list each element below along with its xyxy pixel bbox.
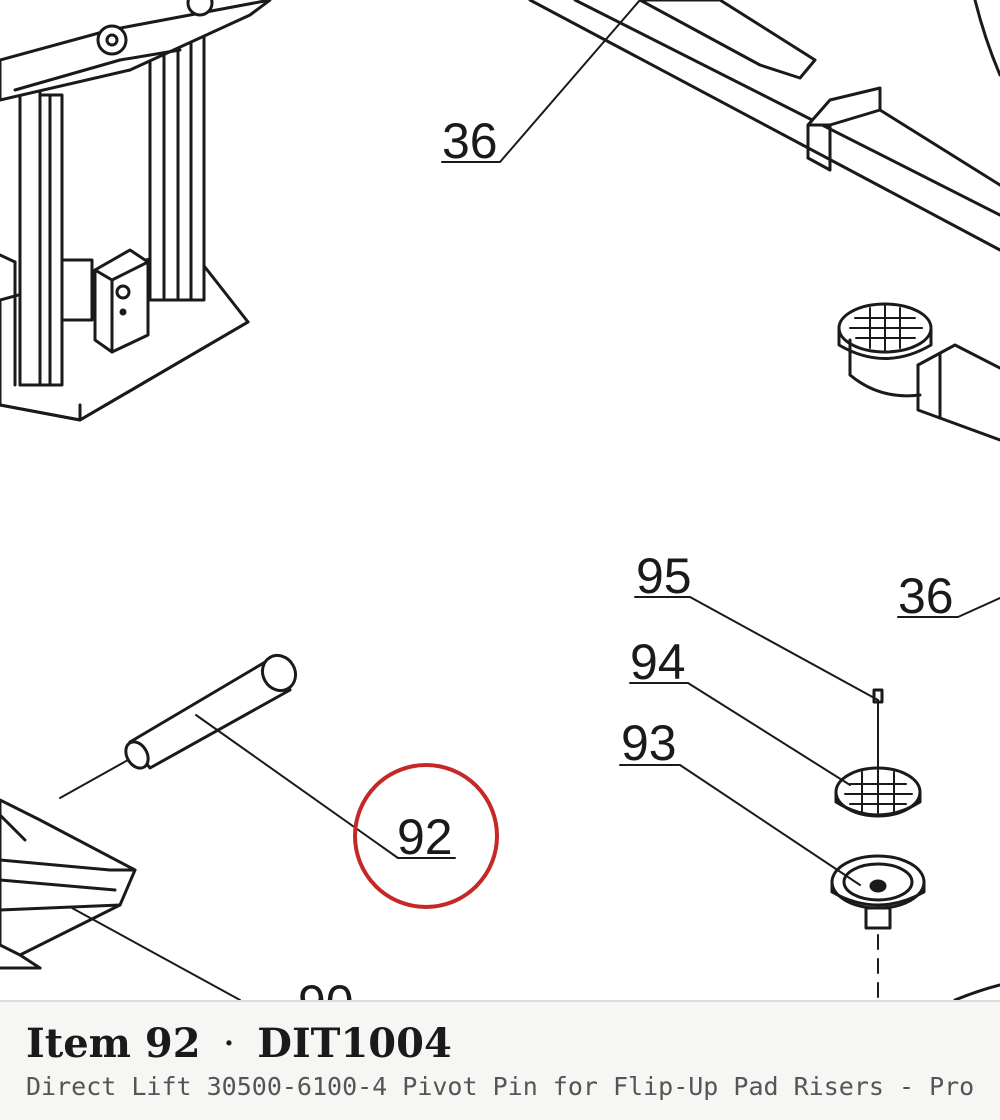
callout-36-right: 36 xyxy=(898,568,954,624)
callout-leaders xyxy=(71,0,1000,1000)
callout-95: 95 xyxy=(636,548,692,604)
part-number: DIT1004 xyxy=(257,1020,452,1067)
highlight-ring xyxy=(353,763,499,909)
callout-93: 93 xyxy=(621,715,677,771)
top-lift-arm xyxy=(528,0,1000,252)
lift-column-assembly xyxy=(0,0,272,422)
parts-diagram: 36 95 36 94 93 92 90 xyxy=(0,0,1000,1000)
caption-separator: · xyxy=(222,1021,236,1067)
callout-36-top: 36 xyxy=(442,113,498,169)
pad-riser-stack xyxy=(830,688,1000,1000)
bottom-arm-bracket xyxy=(0,798,137,970)
pivot-pin-part xyxy=(59,653,298,799)
item-caption: Item 92 · DIT1004 Direct Lift 30500-6100-4… xyxy=(0,1000,1000,1120)
right-lift-arm xyxy=(837,302,1000,442)
callout-90: 90 xyxy=(298,975,354,1000)
caption-title: Item 92 · DIT1004 xyxy=(26,1020,452,1067)
callout-94: 94 xyxy=(630,634,686,690)
item-label: Item 92 xyxy=(26,1020,201,1067)
part-description: Direct Lift 30500-6100-4 Pivot Pin for F… xyxy=(26,1072,975,1101)
callout-92[interactable]: 92 xyxy=(397,809,453,865)
